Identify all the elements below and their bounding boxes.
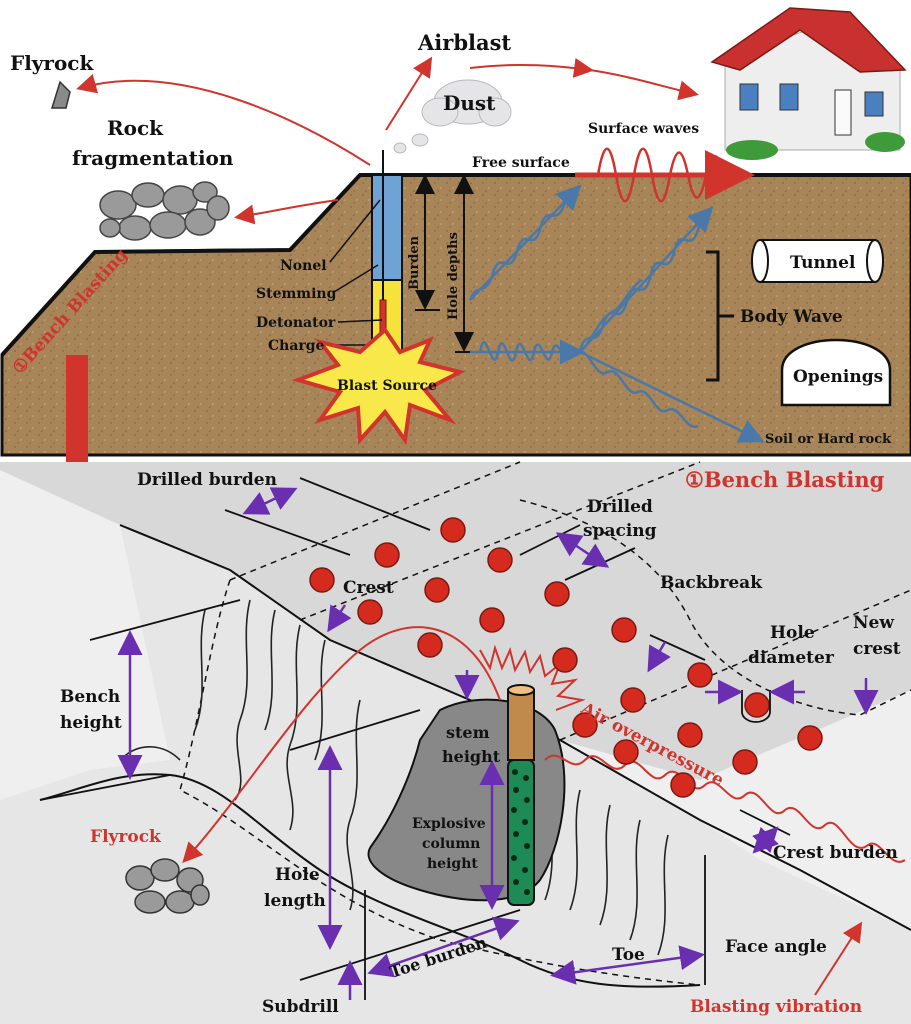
air-overpressure-burst xyxy=(479,644,586,711)
label-free-surface: Free surface xyxy=(472,155,570,171)
openings-icon xyxy=(780,338,892,407)
label-explosive-3: height xyxy=(427,856,478,872)
label-hole-diameter-2: diameter xyxy=(748,648,835,668)
label-toe: Toe xyxy=(612,945,645,965)
label-nonel: Nonel xyxy=(280,258,327,274)
label-hole-diameter-1: Hole xyxy=(770,623,815,643)
label-openings: Openings xyxy=(793,367,883,387)
label-crest: Crest xyxy=(343,578,394,598)
label-crest-burden: Crest burden xyxy=(773,843,898,863)
blasting-vibration-arrow xyxy=(814,921,863,996)
label-drilled-spacing-2: spacing xyxy=(583,521,657,541)
label-detonator: Detonator xyxy=(256,315,336,331)
label-new-crest-2: crest xyxy=(853,639,901,659)
label-bench-height-1: Bench xyxy=(60,687,120,707)
label-dust: Dust xyxy=(443,91,496,115)
label-bench-height-2: height xyxy=(60,713,122,733)
house-icon xyxy=(710,7,907,160)
label-drilled-burden: Drilled burden xyxy=(137,470,277,490)
label-tunnel: Tunnel xyxy=(790,253,856,273)
label-blasting-vibration: Blasting vibration xyxy=(690,997,862,1017)
label-subdrill: Subdrill xyxy=(262,997,339,1017)
label-hole-length-2: length xyxy=(264,891,326,911)
body-wave-bracket xyxy=(706,250,734,382)
label-rock-fragmentation-2: fragmentation xyxy=(72,146,234,170)
body-waves xyxy=(468,184,765,443)
label-face-angle: Face angle xyxy=(725,937,827,957)
label-bench-blasting-bottom: ①Bench Blasting xyxy=(685,467,885,492)
flyrock-icon xyxy=(50,80,71,109)
upper-ground-gray xyxy=(0,462,911,780)
label-stem-height-2: height xyxy=(442,747,501,766)
label-burden: Burden xyxy=(407,235,422,290)
label-explosive-1: Explosive xyxy=(412,816,486,832)
tunnel-icon xyxy=(751,239,884,283)
vibration-wave xyxy=(544,754,906,863)
label-soil: Soil or Hard rock xyxy=(765,432,892,447)
blast-source-burst xyxy=(291,327,466,446)
effect-arrows xyxy=(76,56,699,225)
label-charge: Charge xyxy=(268,338,325,354)
label-surface-waves: Surface waves xyxy=(588,121,699,137)
borehole-leaders xyxy=(329,199,383,346)
dust-cloud-icon xyxy=(393,79,512,154)
rock-fragmentation-icon xyxy=(99,181,230,241)
label-flyrock-bottom: Flyrock xyxy=(90,827,162,847)
label-blast-source: Blast Source xyxy=(337,378,437,394)
label-rock-fragmentation-1: Rock xyxy=(107,116,164,140)
measurement-arrows xyxy=(117,487,879,1000)
label-explosive-2: column xyxy=(422,836,480,852)
blast-holes xyxy=(309,517,823,798)
dashed-guides xyxy=(179,461,911,986)
label-stem-height-1: stem xyxy=(446,723,490,742)
flyrock-bottom-icon xyxy=(125,858,210,914)
surface-wave-red xyxy=(596,147,726,203)
label-flyrock-top: Flyrock xyxy=(10,51,94,75)
borehole xyxy=(371,150,403,366)
flyrock-trajectory xyxy=(182,626,501,863)
label-drilled-spacing-1: Drilled xyxy=(587,497,653,517)
bench-top-outline xyxy=(0,173,911,357)
label-new-crest-1: New xyxy=(853,613,894,633)
label-hole-depths: Hole depths xyxy=(446,232,461,320)
label-body-wave: Body Wave xyxy=(740,307,843,327)
label-airblast: Airblast xyxy=(417,30,511,55)
blasthole-column xyxy=(507,684,535,906)
label-hole-length-1: Hole xyxy=(275,865,320,885)
label-stemming: Stemming xyxy=(256,286,337,302)
label-backbreak: Backbreak xyxy=(660,573,763,593)
